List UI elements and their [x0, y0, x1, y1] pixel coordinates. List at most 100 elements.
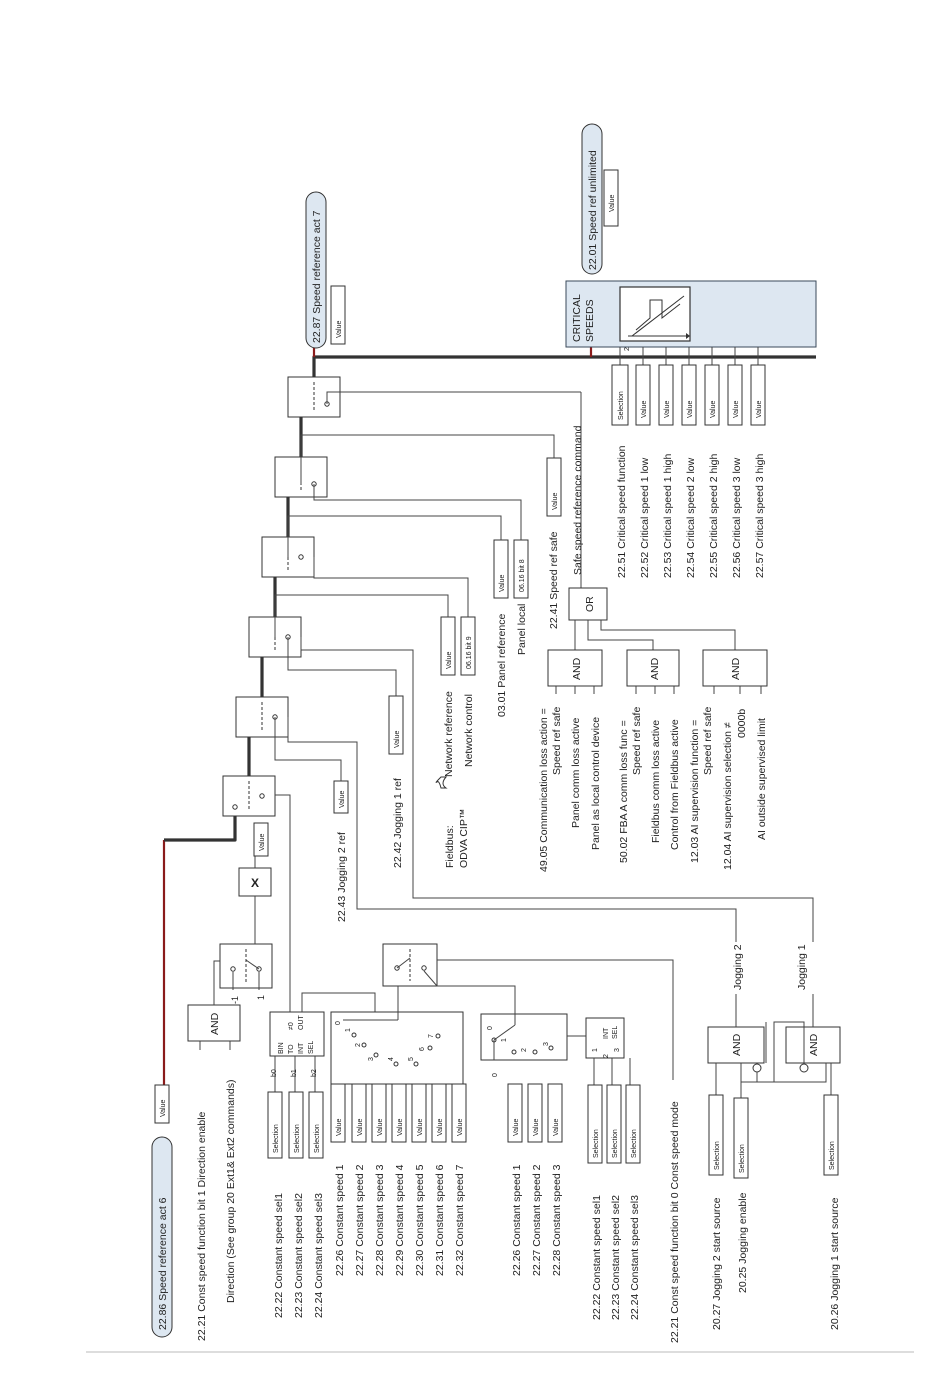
svg-text:22.23 Constant speed sel2: 22.23 Constant speed sel2: [293, 1193, 305, 1318]
svg-text:1: 1: [501, 1038, 508, 1042]
svg-text:Value: Value: [710, 401, 717, 418]
direction-enable-label: 22.21 Const speed function bit 1 Directi…: [196, 1111, 208, 1341]
svg-text:AI outside supervised limit: AI outside supervised limit: [756, 718, 768, 840]
svg-text:Value: Value: [756, 401, 763, 418]
svg-text:AND: AND: [571, 657, 583, 680]
jogging1-label: Jogging 1: [796, 944, 808, 990]
svg-text:Value: Value: [446, 652, 453, 669]
svg-text:5: 5: [408, 1057, 415, 1061]
svg-text:TO: TO: [288, 1044, 295, 1054]
svg-text:Value: Value: [377, 1119, 384, 1136]
svg-text:12.03 AI supervision function: 12.03 AI supervision function =: [689, 720, 701, 863]
svg-text:Selection: Selection: [631, 1129, 638, 1158]
output-pill-act7: [305, 191, 327, 349]
const-speed-values-1: Value Value Value Value Value Value Valu…: [330, 1083, 467, 1143]
svg-text:Value: Value: [394, 731, 401, 748]
const-speed-switch: [382, 943, 438, 987]
svg-text:Selection: Selection: [593, 1129, 600, 1158]
svg-text:3: 3: [368, 1057, 375, 1061]
svg-text:22.24 Constant speed sel3: 22.24 Constant speed sel3: [629, 1195, 641, 1320]
svg-text:Speed ref safe: Speed ref safe: [551, 707, 563, 775]
svg-text:Selection: Selection: [618, 391, 625, 420]
switch-2: [235, 696, 289, 738]
svg-text:49.05 Communication loss actio: 49.05 Communication loss action =: [538, 708, 550, 872]
main-reference-path: [164, 355, 816, 842]
svg-text:22.27 Constant speed 2: 22.27 Constant speed 2: [354, 1164, 366, 1276]
svg-text:06.16 bit 8: 06.16 bit 8: [519, 559, 526, 592]
or-and-a: [547, 649, 603, 687]
svg-text:Value: Value: [733, 401, 740, 418]
svg-text:Control from Fieldbus active: Control from Fieldbus active: [669, 719, 681, 850]
switch-6: [287, 376, 341, 418]
dir-one: 1: [256, 995, 266, 1000]
svg-text:2: 2: [624, 347, 631, 351]
svg-text:12.04 AI supervision selection: 12.04 AI supervision selection ≠: [722, 722, 734, 870]
jog1-ref-label: 22.42 Jogging 1 ref: [392, 778, 404, 868]
critical-labels: 22.51 Critical speed function 22.52 Crit…: [616, 445, 766, 578]
speed-ref-safe-label: 22.41 Speed ref safe: [548, 531, 560, 629]
direction-switch: [219, 943, 273, 989]
svg-text:SEL: SEL: [612, 1026, 619, 1039]
output-pill-unlimited: [581, 123, 603, 275]
svg-text:22.24 Constant speed sel3: 22.24 Constant speed sel3: [313, 1193, 325, 1318]
svg-text:Panel as local control device: Panel as local control device: [590, 717, 602, 850]
svg-text:22.29 Constant speed 4: 22.29 Constant speed 4: [394, 1164, 406, 1276]
svg-text:3: 3: [614, 1048, 621, 1052]
jog2-ref-label: 22.43 Jogging 2 ref: [336, 832, 348, 922]
panel-reference-label: 03.01 Panel reference: [496, 614, 508, 717]
selector-8-taps: [351, 1032, 441, 1067]
svg-text:22.54 Critical speed 2 low: 22.54 Critical speed 2 low: [685, 457, 697, 578]
svg-text:22.26 Constant speed 1: 22.26 Constant speed 1: [511, 1164, 523, 1276]
critical-label-1: CRITICAL: [571, 294, 583, 342]
svg-text:Selection: Selection: [739, 1144, 746, 1173]
svg-text:22.31 Constant speed 6: 22.31 Constant speed 6: [434, 1164, 446, 1276]
or-label: OR: [584, 596, 596, 612]
svg-text:AND: AND: [730, 657, 742, 680]
svg-text:Value: Value: [533, 1119, 540, 1136]
svg-text:Value: Value: [339, 791, 346, 808]
value-unlimited: Value: [609, 195, 616, 212]
svg-text:Value: Value: [397, 1119, 404, 1136]
int-sel-block: [585, 1017, 625, 1059]
svg-text:Value: Value: [499, 575, 506, 592]
svg-text:22.52 Critical speed 1 low: 22.52 Critical speed 1 low: [639, 457, 651, 578]
output-unlimited-label: 22.01 Speed ref unlimited: [587, 150, 599, 270]
const-speed-labels-1: 22.26 Constant speed 1 22.27 Constant sp…: [334, 1164, 466, 1276]
or-and-b: [626, 649, 680, 687]
svg-text:22.28 Constant speed 3: 22.28 Constant speed 3: [374, 1164, 386, 1276]
safe-command-label: Safe speed reference command: [572, 425, 584, 575]
svg-text:06.16 bit 9: 06.16 bit 9: [466, 636, 473, 669]
svg-text:22.28 Constant speed 3: 22.28 Constant speed 3: [551, 1164, 563, 1276]
svg-text:≠0: ≠0: [288, 1022, 295, 1030]
jog2-start-label: 20.27 Jogging 2 start source: [711, 1197, 723, 1330]
svg-text:22.30 Constant speed 5: 22.30 Constant speed 5: [414, 1164, 426, 1276]
svg-text:22.27 Constant speed 2: 22.27 Constant speed 2: [531, 1164, 543, 1276]
svg-text:AND: AND: [649, 657, 661, 680]
svg-text:22.53 Critical speed 1 high: 22.53 Critical speed 1 high: [662, 454, 674, 578]
svg-text:BIN: BIN: [278, 1042, 285, 1054]
jog-enable-label: 20.25 Jogging enable: [737, 1192, 749, 1293]
network-reference-label: Network reference: [443, 691, 455, 777]
svg-text:Panel comm loss active: Panel comm loss active: [570, 718, 582, 828]
const-sel-labels-1: 22.22 Constant speed sel1 22.23 Constant…: [273, 1193, 325, 1318]
svg-text:AND: AND: [808, 1033, 820, 1056]
svg-text:1: 1: [345, 1028, 352, 1032]
or-box: [568, 587, 608, 621]
svg-text:Selection: Selection: [829, 1141, 836, 1170]
svg-text:0000b: 0000b: [736, 709, 748, 738]
value-multiply: Value: [259, 834, 266, 851]
selector-4-numbers: 0 1 2 3: [487, 1026, 550, 1052]
svg-text:Speed ref safe: Speed ref safe: [631, 707, 643, 775]
output-act7-label: 22.87 Speed reference act 7: [311, 210, 323, 343]
svg-text:Fieldbus comm loss active: Fieldbus comm loss active: [650, 720, 662, 843]
svg-text:6: 6: [419, 1047, 426, 1051]
svg-text:22.26 Constant speed 1: 22.26 Constant speed 1: [334, 1164, 346, 1276]
svg-text:SEL: SEL: [308, 1041, 315, 1054]
svg-text:0: 0: [487, 1026, 494, 1030]
value-act6: Value: [160, 1100, 167, 1117]
svg-text:2: 2: [521, 1048, 528, 1052]
svg-text:Value: Value: [687, 401, 694, 418]
svg-text:Value: Value: [417, 1119, 424, 1136]
fieldbus-label: Fieldbus:: [444, 825, 456, 868]
